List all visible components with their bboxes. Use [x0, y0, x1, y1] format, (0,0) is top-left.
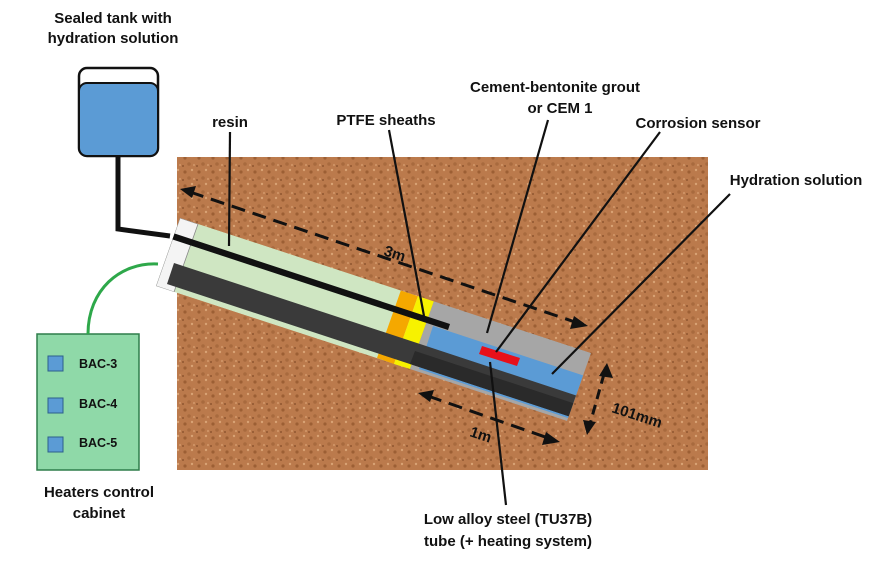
length-3m-label: 3m	[382, 243, 408, 266]
switch-bac-3[interactable]	[47, 355, 64, 372]
ptfe-label: PTFE sheaths	[336, 112, 435, 129]
steel-label-line-2: tube (+ heating system)	[424, 533, 592, 550]
borehole-assembly	[156, 218, 591, 421]
steel-label-line-1: Low alloy steel (TU37B)	[424, 511, 592, 528]
dimension-3m	[180, 186, 588, 329]
tank-label-line-2: hydration solution	[48, 30, 179, 47]
corrosion-sensor	[479, 346, 520, 366]
switch-bac-4[interactable]	[47, 397, 64, 414]
cabinet-label-line-1: Heaters control	[44, 484, 154, 501]
switch-label-bac-5: BAC-5	[79, 436, 117, 450]
hydration-label: Hydration solution	[730, 172, 863, 189]
switch-bac-5[interactable]	[47, 436, 64, 453]
tank-label-line-1: Sealed tank with	[54, 10, 172, 27]
grout-label-line-2: or CEM 1	[527, 100, 592, 117]
sealed-tank	[78, 82, 159, 157]
dimension-101mm	[583, 363, 613, 435]
hydration-pipe	[168, 232, 450, 330]
length-1m-label: 1m	[468, 424, 494, 447]
sensor-label: Corrosion sensor	[635, 115, 760, 132]
grout-label-line-1: Cement-bentonite grout	[470, 79, 640, 96]
leader-lines	[227, 119, 731, 506]
tank-pipe	[115, 156, 171, 239]
switch-label-bac-4: BAC-4	[79, 397, 117, 411]
dimension-1m	[418, 390, 560, 445]
cabinet-label-line-2: cabinet	[73, 505, 126, 522]
resin-label: resin	[212, 114, 248, 131]
steel-tube-inner	[410, 351, 585, 421]
switch-label-bac-3: BAC-3	[79, 357, 117, 371]
heater-cable	[86, 262, 159, 335]
